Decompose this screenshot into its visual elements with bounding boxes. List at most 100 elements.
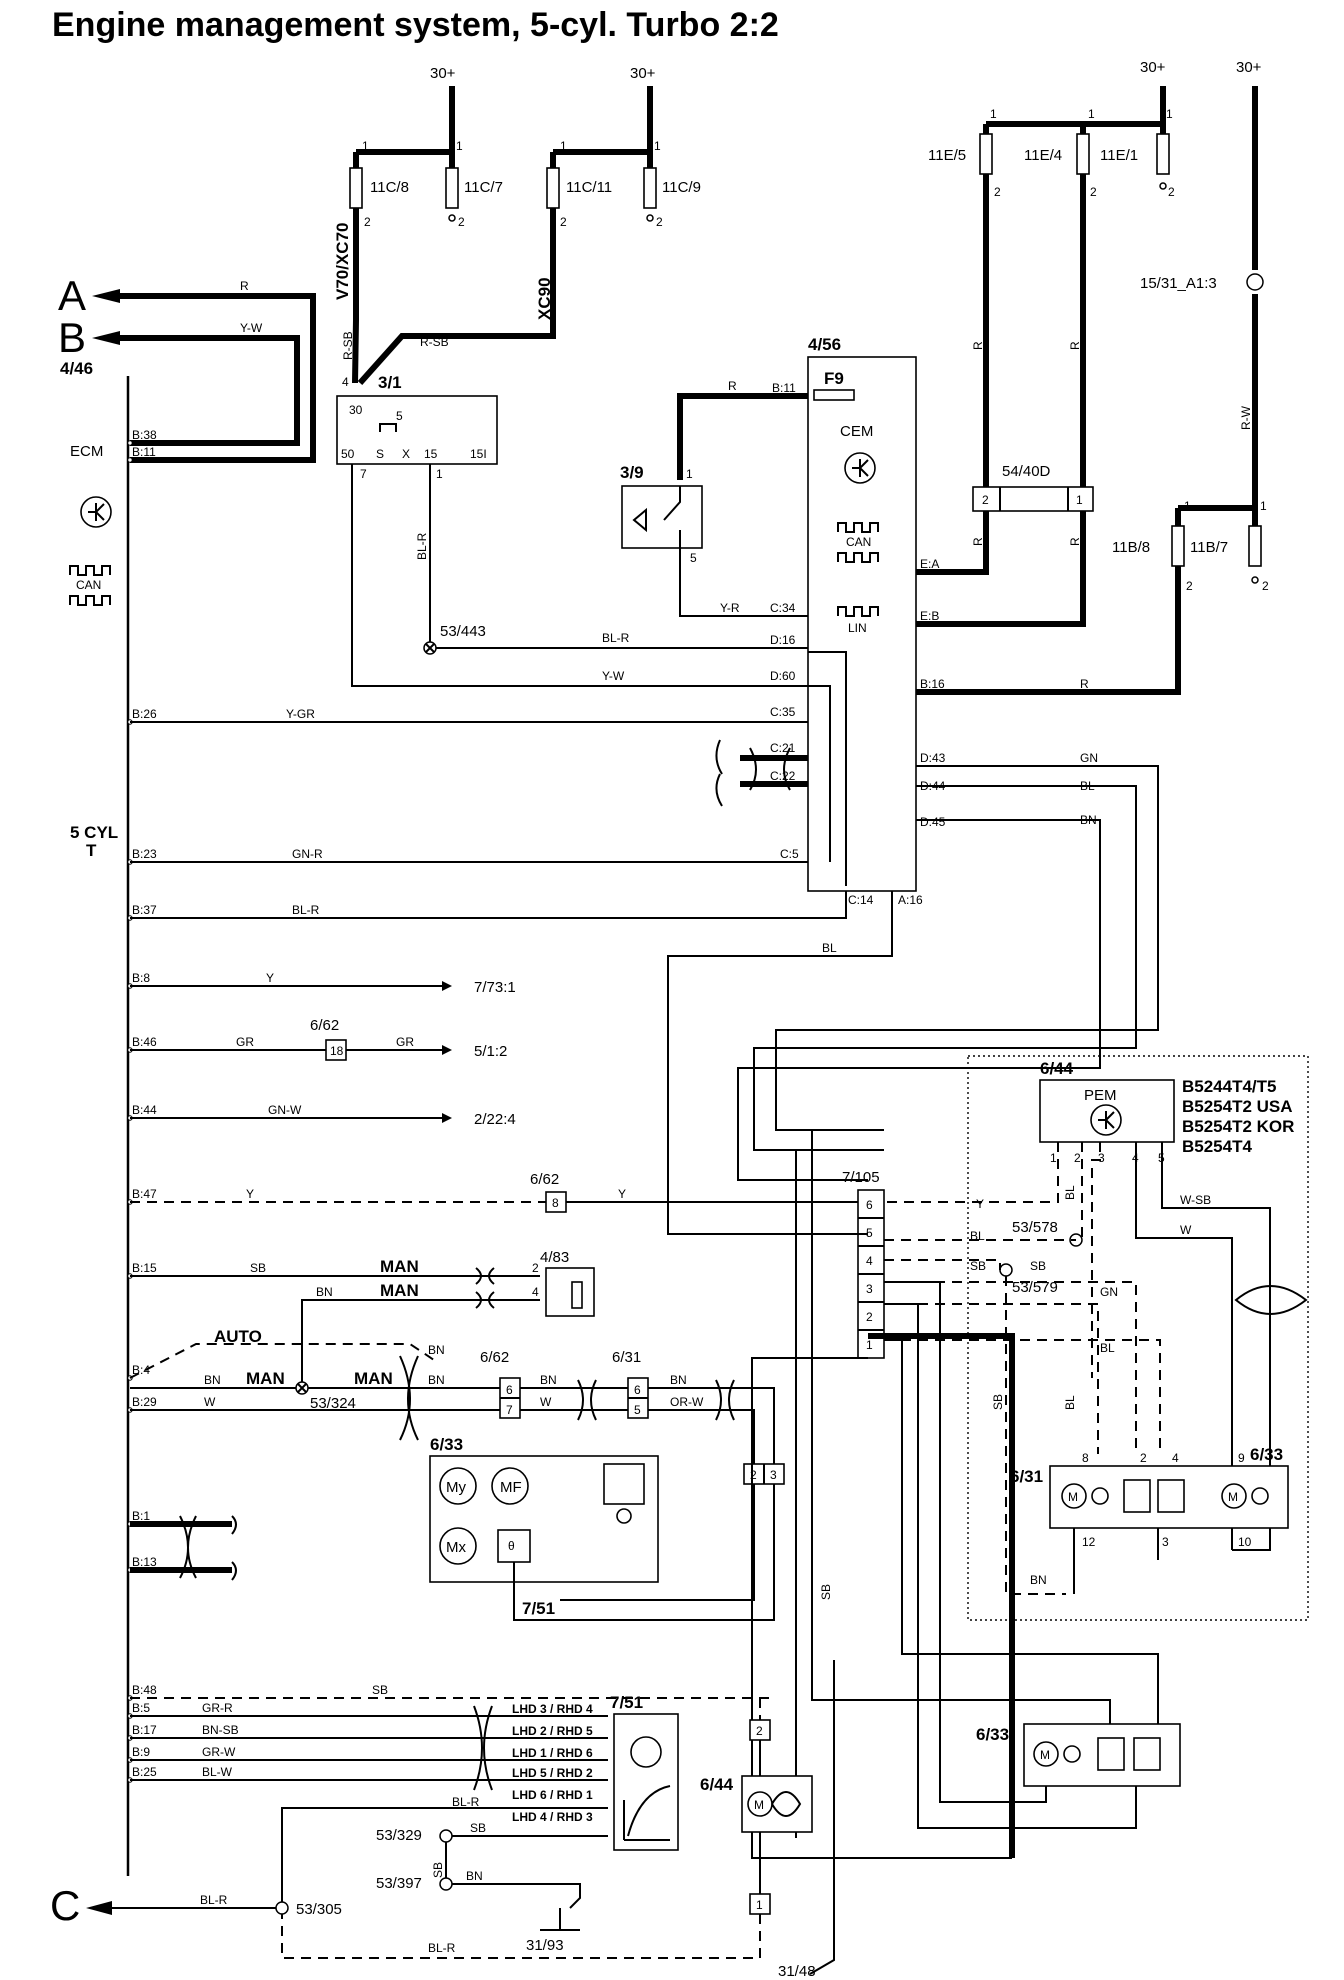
wire-yw [351,464,838,687]
svg-text:6/31: 6/31 [1010,1467,1043,1486]
svg-text:SB: SB [991,1394,1005,1410]
lhd-rhd-label: LHD 5 / RHD 2 [512,1766,593,1780]
ecm-pin-label: B:5 [132,1701,150,1715]
ecm-pin-label: B:9 [132,1745,150,1759]
svg-text:7: 7 [360,467,367,481]
svg-text:7/51: 7/51 [522,1599,555,1618]
ecm-name: ECM [70,443,103,460]
svg-text:7/105: 7/105 [842,1169,880,1186]
fuse-11e1 [1156,133,1170,175]
svg-text:F9: F9 [824,369,844,388]
wire-v70 [352,208,359,384]
connector-pin: 6 [866,1198,873,1212]
svg-text:6/33: 6/33 [1250,1445,1283,1464]
svg-text:1: 1 [560,139,567,153]
svg-text:6/33: 6/33 [430,1435,463,1454]
can-twisted-pair [740,755,808,787]
svg-text:M: M [1040,1748,1050,1762]
svg-text:6/31: 6/31 [612,1349,641,1366]
supply-wire [553,86,653,155]
svg-text:R: R [971,341,985,350]
lhd-rhd-label: LHD 2 / RHD 5 [512,1724,593,1738]
ecm-pin-label: B:46 [132,1035,157,1049]
supply-label: 30+ [430,65,456,82]
svg-text:GN-W: GN-W [268,1103,302,1117]
svg-text:LIN: LIN [848,621,867,635]
fuse-11e4 [1076,133,1090,175]
sensor-7-123 [545,1267,595,1317]
svg-text:1: 1 [456,139,463,153]
svg-text:1: 1 [990,107,997,121]
cem-pin-label: C:35 [770,705,796,719]
svg-text:6: 6 [506,1383,513,1397]
ecm-variant: 5 CYL [70,823,118,842]
svg-text:X: X [402,447,410,461]
cem-pin-label: D:60 [770,669,796,683]
wire-color: GR-R [202,1701,233,1715]
wire-yr [679,560,808,617]
ecm-pin-label: B:47 [132,1187,157,1201]
cem-pin-label: C:22 [770,769,796,783]
cem-pin-label: C:34 [770,601,796,615]
svg-text:BN: BN [466,1869,483,1883]
lhd-rhd-label: LHD 6 / RHD 1 [512,1788,593,1802]
svg-text:5: 5 [396,409,403,423]
fuse-label: 11B/8 [1112,539,1150,556]
svg-text:2: 2 [1262,579,1269,593]
wire-color: BL-W [202,1765,233,1779]
svg-text:GN: GN [1080,751,1098,765]
cem-pin-label: E:B [920,609,939,623]
svg-text:MAN: MAN [380,1257,419,1276]
model-label: V70/XC70 [333,223,352,301]
cem-name: CEM [840,423,873,440]
svg-text:BN: BN [428,1373,445,1387]
cem-pin-label: C:14 [848,893,874,907]
cem-pin-label: A:16 [898,893,923,907]
svg-text:15I: 15I [470,447,487,461]
supply-wire [550,152,653,170]
fuse-label: 11C/9 [662,179,701,196]
svg-text:50: 50 [341,447,355,461]
svg-text:W-SB: W-SB [1180,1193,1211,1207]
svg-text:5/1:2: 5/1:2 [474,1043,507,1060]
connector-pin: 2 [866,1310,873,1324]
svg-text:2: 2 [756,1724,763,1738]
svg-text:31/48: 31/48 [778,1963,816,1980]
svg-text:1: 1 [1166,107,1173,121]
svg-text:1: 1 [1260,499,1267,513]
diagram-title: Engine management system, 5-cyl. Turbo 2… [52,6,779,44]
ecm-pin-label: B:23 [132,847,157,861]
svg-text:R: R [240,279,249,293]
svg-text:4: 4 [1172,1451,1179,1465]
cem-module [807,356,917,892]
svg-text:Y-W: Y-W [240,321,263,335]
svg-text:2: 2 [982,493,989,507]
svg-text:2: 2 [1074,1151,1081,1165]
fuse-11b8 [1171,525,1185,567]
cem-pin-label: C:21 [770,741,796,755]
svg-text:53/397: 53/397 [376,1875,422,1892]
svg-text:BN: BN [204,1373,221,1387]
fuse-11c9 [643,167,657,209]
cem-pin-label: D:45 [920,815,946,829]
svg-text:2: 2 [458,215,465,229]
ecm-pin-label: B:25 [132,1765,157,1779]
svg-text:R: R [1068,537,1082,546]
svg-text:GR: GR [396,1035,414,1049]
svg-text:2: 2 [994,185,1001,199]
cem-pin-label: D:43 [920,751,946,765]
fuse-11c8 [349,167,363,209]
svg-text:BL: BL [1100,1341,1115,1355]
svg-text:Y-GR: Y-GR [286,707,315,721]
connector-54-40d [972,486,1094,512]
svg-text:BN: BN [670,1373,687,1387]
fuse-label: 11E/5 [928,147,966,164]
svg-text:BN: BN [540,1373,557,1387]
svg-text:4: 4 [532,1285,539,1299]
svg-text:30: 30 [349,403,363,417]
svg-text:W: W [204,1395,216,1409]
wire-auto [129,1343,435,1379]
svg-text:BL-R: BL-R [200,1893,228,1907]
svg-text:SB: SB [431,1862,445,1878]
svg-text:SB: SB [250,1261,266,1275]
